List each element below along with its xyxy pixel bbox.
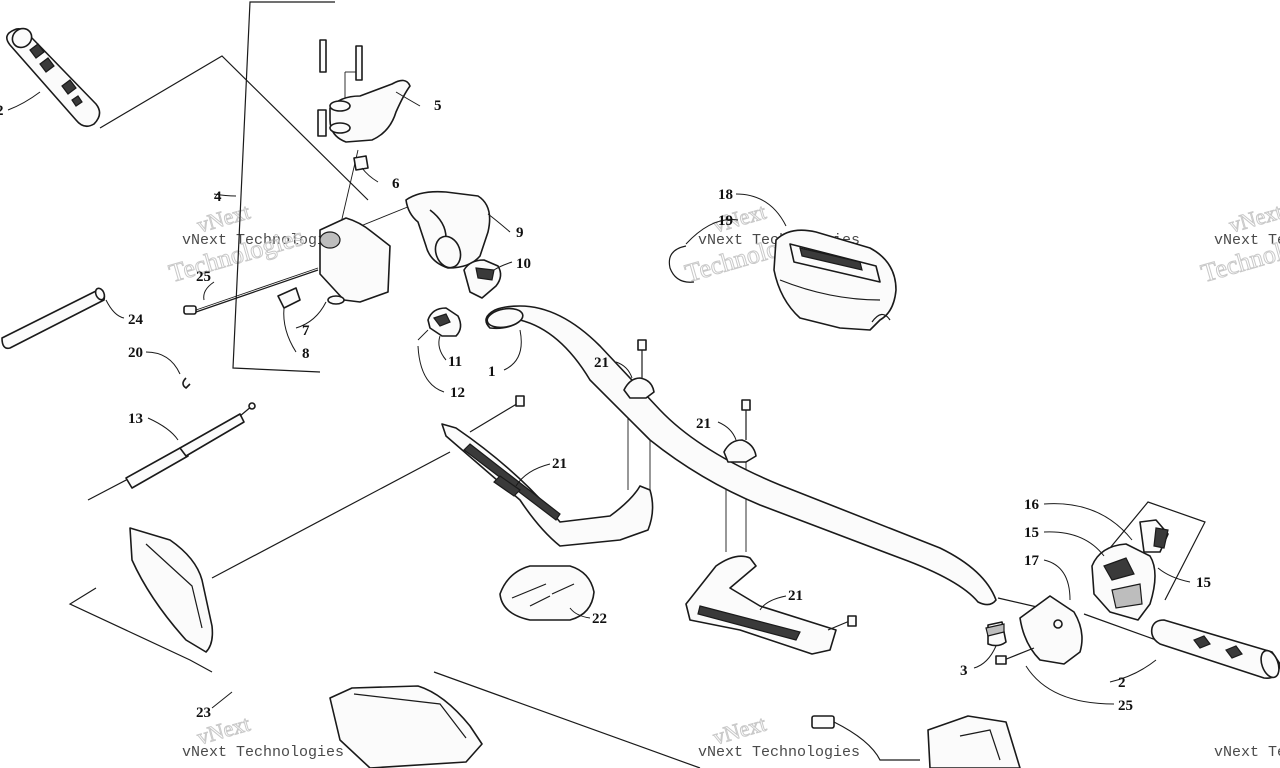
- screw-25-left: [183, 269, 319, 315]
- throttle-cable: [87, 377, 256, 501]
- callout-7: 7: [302, 323, 310, 339]
- svg-text:vNext Technologies: vNext Technologies: [1214, 232, 1280, 249]
- callout-21-d: 21: [788, 588, 803, 604]
- callout-24: 24: [128, 312, 144, 328]
- hand-guard-left: [441, 395, 654, 547]
- clamp-21-upper-left: [623, 339, 655, 399]
- wiring-harness: [811, 715, 1021, 768]
- callout-5: 5: [434, 98, 442, 114]
- clip-6: [353, 155, 369, 171]
- callout-9: 9: [516, 225, 524, 241]
- assembly-boundaries: [68, 1, 1206, 768]
- lever-housing: [319, 217, 391, 305]
- callout-2-right: 2: [1118, 675, 1126, 691]
- bar-end-cap: [985, 621, 1007, 647]
- callout-8: 8: [302, 346, 310, 362]
- callout-labels: 2 5 6 4 9 10 25 7 8 11 12 1 24 20 13 18 …: [0, 98, 1211, 721]
- clamp-11: [417, 307, 462, 341]
- shield-23-left: [129, 527, 214, 653]
- label-8: [277, 287, 301, 309]
- hand-guard-cover: [773, 229, 897, 331]
- callout-19: 19: [718, 213, 733, 229]
- grip-right: [1150, 619, 1280, 680]
- hardware-bag: [499, 565, 595, 621]
- callout-20: 20: [128, 345, 143, 361]
- clamp-21-upper-right: [723, 399, 757, 463]
- cover-10: [463, 259, 502, 299]
- callout-3: 3: [960, 663, 968, 679]
- callout-21-a: 21: [594, 355, 609, 371]
- master-cylinder: [405, 190, 491, 269]
- brake-lever: [317, 39, 411, 143]
- callout-4: 4: [214, 189, 222, 205]
- callout-10: 10: [516, 256, 531, 272]
- switch-16: [1139, 519, 1169, 553]
- rod-24: [1, 287, 106, 350]
- svg-text:vNext Technologies: vNext Technologies: [182, 744, 344, 761]
- watermark-6: vNext Technologies: [1214, 744, 1280, 761]
- callout-17: 17: [1024, 553, 1040, 569]
- hand-guard-right: [685, 555, 857, 655]
- callout-21-c: 21: [552, 456, 567, 472]
- callout-11: 11: [448, 354, 462, 370]
- callout-13: 13: [128, 411, 143, 427]
- svg-text:vNext Technologies: vNext Technologies: [1214, 744, 1280, 761]
- handlebar: [485, 305, 997, 606]
- grip-left: [6, 27, 101, 128]
- callout-21-b: 21: [696, 416, 711, 432]
- watermark-4: vNext vNext Technologies: [182, 710, 344, 761]
- callout-23: 23: [196, 705, 211, 721]
- switch-housing: [1091, 543, 1156, 621]
- callout-18: 18: [718, 187, 733, 203]
- callout-22: 22: [592, 611, 607, 627]
- callout-15-a: 15: [1024, 525, 1039, 541]
- watermark-5: vNext vNext Technologies: [698, 710, 860, 761]
- callout-15-b: 15: [1196, 575, 1211, 591]
- leader-lines: [7, 91, 1191, 709]
- callout-16: 16: [1024, 497, 1040, 513]
- cover-plate-17: [995, 595, 1083, 665]
- callout-25-left: 25: [196, 269, 211, 285]
- callout-6: 6: [392, 176, 400, 192]
- watermark-3: vNext vNext Technologies Technologies: [1197, 198, 1280, 288]
- retainer-clip-19: [668, 245, 695, 283]
- callout-2-left: 2: [0, 103, 4, 119]
- svg-text:vNext Technologies: vNext Technologies: [698, 744, 860, 761]
- svg-text:vNext Technologies: vNext Technologies: [182, 232, 344, 249]
- shield-23-bottom: [329, 685, 483, 768]
- callout-1: 1: [488, 364, 496, 380]
- callout-25-right: 25: [1118, 698, 1133, 714]
- callout-12: 12: [450, 385, 465, 401]
